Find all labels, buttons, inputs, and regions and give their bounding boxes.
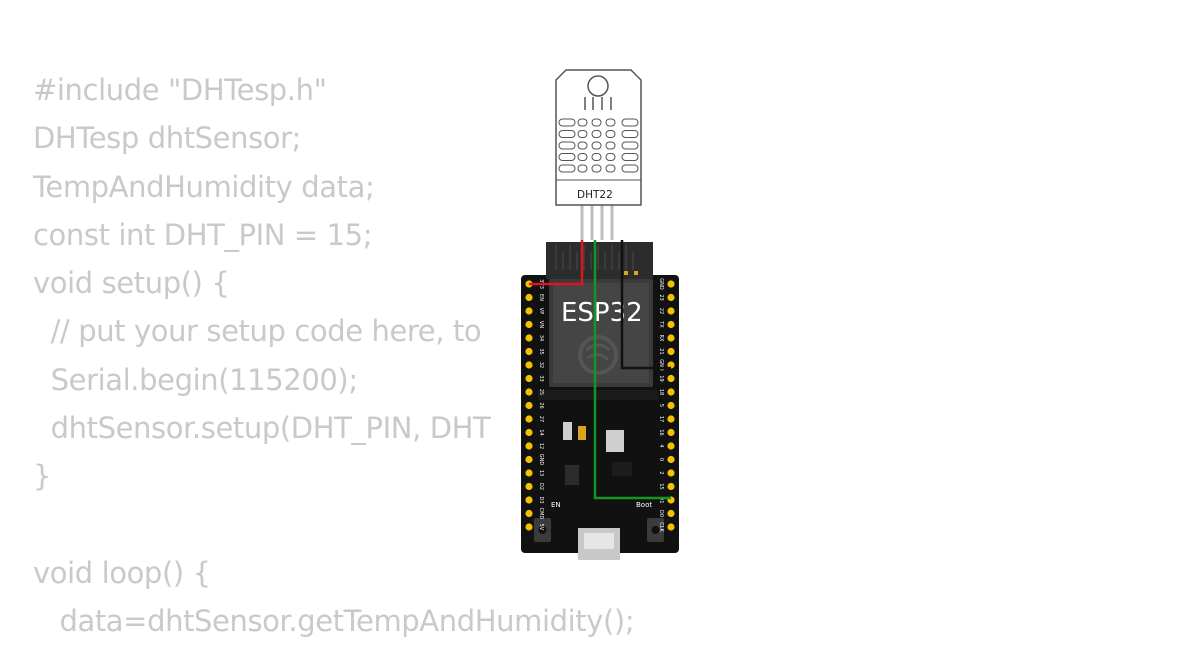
pin-label: 35 bbox=[538, 348, 544, 354]
code-line: Serial.begin(115200); bbox=[33, 362, 358, 397]
boot-button-label: Boot bbox=[636, 501, 652, 509]
pin-label: 2 bbox=[658, 471, 664, 474]
pin-label: GND bbox=[658, 359, 664, 371]
pin-pad[interactable] bbox=[525, 293, 533, 302]
dht22-sensor[interactable]: DHT22 bbox=[555, 69, 642, 240]
chip bbox=[606, 430, 624, 452]
pin-pad[interactable] bbox=[525, 428, 533, 437]
pin-label: VN bbox=[538, 321, 544, 328]
circuit-diagram: ESP32 EN Boot 3V3ENVPVN34353233252627141… bbox=[521, 69, 679, 560]
left-pin-header: 3V3ENVPVN343532332526271412GND13D2D3CMD5… bbox=[525, 279, 544, 531]
code-line: void loop() { bbox=[33, 555, 211, 590]
pin-label: 5 bbox=[658, 404, 664, 407]
pin-label: 14 bbox=[538, 429, 544, 435]
pin-label: 23 bbox=[658, 294, 664, 300]
pin-label: D0 bbox=[658, 510, 664, 517]
board-label: ESP32 bbox=[561, 298, 643, 328]
pin-pad[interactable] bbox=[525, 361, 533, 369]
pin-pad[interactable] bbox=[667, 347, 675, 356]
pin-label: D1 bbox=[658, 496, 664, 503]
pin-pad[interactable] bbox=[525, 347, 533, 356]
code-line: TempAndHumidity data; bbox=[33, 169, 375, 204]
pin-label: 17 bbox=[658, 416, 664, 422]
pin-label: D2 bbox=[538, 483, 544, 490]
pin-label: EN bbox=[538, 294, 544, 301]
code-line: } bbox=[33, 459, 52, 494]
pin-label: VP bbox=[538, 308, 544, 314]
pin-pad[interactable] bbox=[525, 455, 533, 464]
data-wire[interactable] bbox=[593, 240, 671, 500]
sensor-label: DHT22 bbox=[577, 189, 613, 201]
pin-label: 4 bbox=[658, 444, 664, 447]
pin-label: 19 bbox=[658, 375, 664, 381]
pin-pad[interactable] bbox=[525, 523, 533, 531]
pin-pad[interactable] bbox=[525, 415, 533, 423]
pin-label: 34 bbox=[538, 335, 544, 341]
pin-pad[interactable] bbox=[525, 307, 533, 315]
pin-label: 18 bbox=[658, 389, 664, 395]
pin-pad[interactable] bbox=[525, 388, 533, 396]
pin-pad[interactable] bbox=[525, 509, 533, 518]
pin-pad[interactable] bbox=[525, 374, 533, 383]
pin-pad[interactable] bbox=[667, 307, 675, 315]
pin-label: 5V bbox=[538, 524, 544, 531]
pin-label: CLK bbox=[658, 522, 664, 532]
pin-label: TX bbox=[658, 320, 664, 328]
pin-pad[interactable] bbox=[525, 320, 533, 329]
pin-pad[interactable] bbox=[525, 482, 533, 491]
pin-label: 0 bbox=[658, 458, 664, 461]
pin-pad[interactable] bbox=[667, 374, 675, 383]
code-line: const int DHT_PIN = 15; bbox=[33, 217, 373, 252]
esp32-board[interactable]: ESP32 EN Boot 3V3ENVPVN34353233252627141… bbox=[521, 242, 679, 560]
pin-pad[interactable] bbox=[667, 469, 675, 477]
pin-pad[interactable] bbox=[667, 334, 675, 342]
pin-label: 16 bbox=[658, 429, 664, 435]
pin-pad[interactable] bbox=[667, 428, 675, 437]
pin-label: 21 bbox=[658, 348, 664, 354]
pin-label: 26 bbox=[538, 402, 544, 408]
pin-pad[interactable] bbox=[667, 523, 675, 531]
pin-label: 13 bbox=[538, 470, 544, 476]
pin-pad[interactable] bbox=[525, 334, 533, 342]
pin-pad[interactable] bbox=[525, 442, 533, 450]
pin-pad[interactable] bbox=[667, 455, 675, 464]
pin-pad[interactable] bbox=[667, 401, 675, 410]
sensor-grille bbox=[558, 118, 639, 173]
pin-pad[interactable] bbox=[667, 509, 675, 518]
espressif-logo-icon bbox=[578, 335, 618, 375]
pin-pad[interactable] bbox=[667, 280, 675, 288]
pin-pad[interactable] bbox=[525, 401, 533, 410]
pin-pad[interactable] bbox=[525, 496, 533, 504]
code-line: DHTesp dhtSensor; bbox=[33, 121, 302, 156]
pin-pad[interactable] bbox=[667, 415, 675, 423]
pin-label: 15 bbox=[658, 483, 664, 489]
pin-pad[interactable] bbox=[525, 469, 533, 477]
power-wire[interactable] bbox=[529, 240, 584, 286]
pin-label: CMD bbox=[538, 508, 544, 520]
pin-pad[interactable] bbox=[667, 442, 675, 450]
pin-label: 32 bbox=[538, 362, 544, 368]
pin-label: D3 bbox=[538, 496, 544, 503]
code-line: // put your setup code here, to bbox=[33, 314, 490, 349]
pin-label: 33 bbox=[538, 375, 544, 381]
pin-label: 27 bbox=[538, 416, 544, 422]
pin-label: 22 bbox=[658, 308, 664, 314]
pin-label: RX bbox=[658, 335, 664, 342]
pin-pad[interactable] bbox=[667, 293, 675, 302]
pin-label: 12 bbox=[538, 443, 544, 449]
ground-wire[interactable] bbox=[620, 240, 671, 370]
pin-pad[interactable] bbox=[667, 388, 675, 396]
pin-pad[interactable] bbox=[667, 482, 675, 491]
pin-pad[interactable] bbox=[667, 320, 675, 329]
en-button-label: EN bbox=[551, 501, 561, 509]
pin-label: 25 bbox=[538, 389, 544, 395]
pin-label: GND bbox=[658, 278, 664, 290]
code-line: void setup() { bbox=[33, 266, 230, 301]
code-line: #include "DHTesp.h" bbox=[33, 73, 327, 107]
pin-label: GND bbox=[538, 454, 544, 466]
